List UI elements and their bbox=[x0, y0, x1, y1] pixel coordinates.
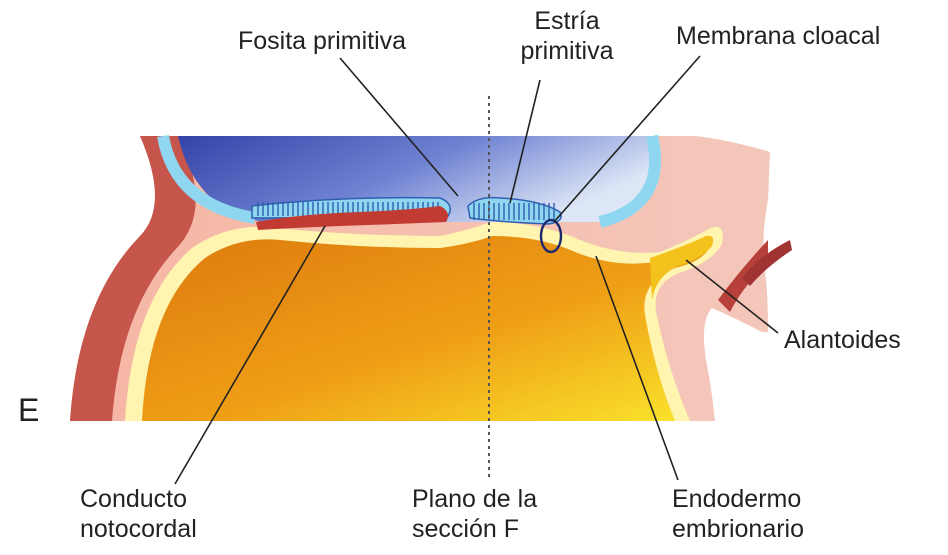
label-conducto-notocordal: Conducto notocordal bbox=[80, 484, 197, 544]
label-conducto-line2: notocordal bbox=[80, 514, 197, 544]
label-conducto-line1: Conducto bbox=[80, 484, 197, 514]
label-membrana-cloacal: Membrana cloacal bbox=[676, 21, 880, 51]
panel-letter: E bbox=[18, 392, 39, 428]
label-estria-line1: Estría bbox=[497, 6, 637, 36]
label-endodermo-line1: Endodermo bbox=[672, 484, 804, 514]
label-estria-line2: primitiva bbox=[497, 36, 637, 66]
label-fosita-primitiva: Fosita primitiva bbox=[238, 26, 406, 56]
label-plano-seccion: Plano de la sección F bbox=[412, 484, 537, 544]
label-endodermo-line2: embrionario bbox=[672, 514, 804, 544]
label-plano-line2: sección F bbox=[412, 514, 537, 544]
label-endodermo-embrionario: Endodermo embrionario bbox=[672, 484, 804, 544]
label-estria-primitiva: Estría primitiva bbox=[497, 6, 637, 66]
label-plano-line1: Plano de la bbox=[412, 484, 537, 514]
label-alantoides: Alantoides bbox=[784, 325, 901, 355]
